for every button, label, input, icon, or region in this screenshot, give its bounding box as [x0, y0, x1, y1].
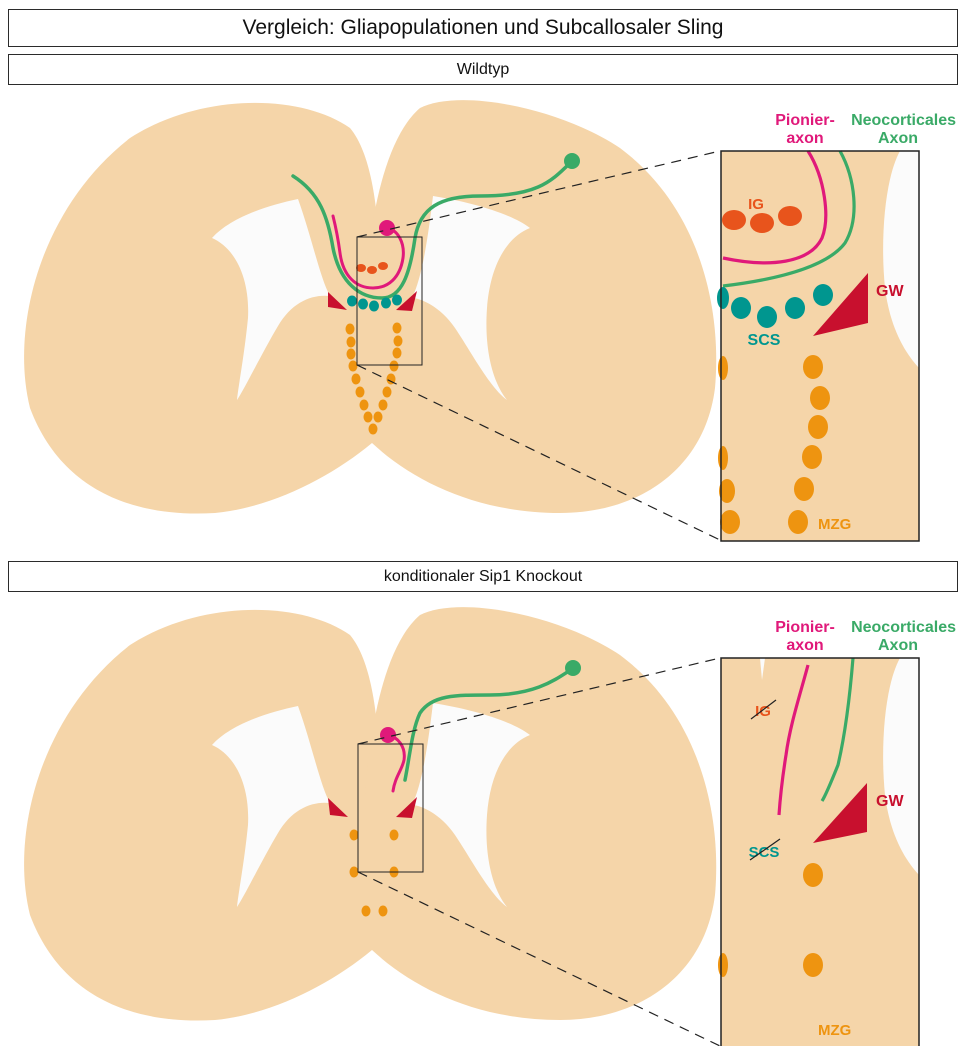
- ig-cell: [378, 262, 388, 270]
- left-hemisphere: [24, 103, 380, 514]
- mzg-cell: [394, 336, 403, 347]
- neocortical-axon-soma: [565, 660, 581, 676]
- scs-cell: [813, 284, 833, 306]
- mzg-cell: [393, 323, 402, 334]
- label-pioneer-axon-line1: Pionier-: [775, 112, 835, 129]
- mzg-cell: [810, 386, 830, 410]
- magnified-inset: IG SCS GW MZG: [717, 151, 919, 541]
- label-pioneer-axon-line1: Pionier-: [775, 619, 835, 636]
- mzg-cell: [369, 424, 378, 435]
- scs-cell: [381, 298, 391, 309]
- right-hemisphere: [365, 607, 716, 1020]
- mzg-cell: [720, 510, 740, 534]
- ig-cell: [367, 266, 377, 274]
- label-gw: GW: [876, 283, 904, 300]
- mzg-cell: [718, 356, 728, 380]
- knockout-panel: IG SCS GW MZG Pionier- axon Neocorticale…: [0, 595, 958, 1046]
- mzg-cell: [803, 355, 823, 379]
- panel-heading-knockout-text: konditionaler Sip1 Knockout: [384, 568, 582, 586]
- magnified-inset: IG SCS GW MZG: [718, 658, 919, 1046]
- diagram-title: Vergleich: Gliapopulationen und Subcallo…: [8, 9, 958, 47]
- mzg-cell: [352, 374, 361, 385]
- mzg-cell: [360, 400, 369, 411]
- panel-heading-wildtype: Wildtyp: [8, 54, 958, 85]
- mzg-cell: [374, 412, 383, 423]
- ig-cell: [722, 210, 746, 230]
- scs-cell: [785, 297, 805, 319]
- scs-cell: [347, 296, 357, 307]
- scs-cell: [358, 299, 368, 310]
- mzg-cell: [808, 415, 828, 439]
- panel-heading-wildtype-text: Wildtyp: [457, 61, 509, 79]
- ig-cell: [778, 206, 802, 226]
- scs-cell: [369, 301, 379, 312]
- mzg-cell: [362, 906, 371, 917]
- mzg-cell: [350, 867, 359, 878]
- mzg-cell: [379, 906, 388, 917]
- label-neocortical-axon-line1: Neocorticales: [851, 112, 956, 129]
- mzg-cell: [390, 830, 399, 841]
- label-neocortical-axon-line1: Neocorticales: [851, 619, 956, 636]
- scs-cell: [392, 295, 402, 306]
- neocortical-axon-soma: [564, 153, 580, 169]
- panel-heading-knockout: konditionaler Sip1 Knockout: [8, 561, 958, 592]
- mzg-cell: [794, 477, 814, 501]
- label-pioneer-axon-line2: axon: [786, 637, 823, 654]
- mzg-cell: [390, 361, 399, 372]
- mzg-cell: [802, 445, 822, 469]
- scs-cell: [731, 297, 751, 319]
- mzg-cell: [718, 953, 728, 977]
- label-neocortical-axon-line2: Axon: [878, 130, 918, 147]
- mzg-cell: [393, 348, 402, 359]
- ig-cell: [750, 213, 774, 233]
- mzg-cell: [379, 400, 388, 411]
- wildtype-panel: IG SCS GW MZG Pionier- axon Neocorticale…: [0, 88, 958, 548]
- mzg-cell: [347, 337, 356, 348]
- brain-section: [24, 607, 716, 1020]
- mzg-cell: [364, 412, 373, 423]
- label-gw: GW: [876, 793, 904, 810]
- label-mzg: MZG: [818, 1022, 851, 1039]
- label-neocortical-axon-line2: Axon: [878, 637, 918, 654]
- mzg-cell: [347, 349, 356, 360]
- mzg-cell: [356, 387, 365, 398]
- mzg-cell: [788, 510, 808, 534]
- label-ig: IG: [748, 196, 764, 213]
- scs-cell: [757, 306, 777, 328]
- right-hemisphere: [365, 100, 716, 513]
- left-hemisphere: [24, 610, 380, 1021]
- mzg-cell: [346, 324, 355, 335]
- mzg-cell: [803, 953, 823, 977]
- scs-cell: [717, 287, 729, 309]
- mzg-cell: [718, 446, 728, 470]
- diagram-title-text: Vergleich: Gliapopulationen und Subcallo…: [243, 16, 724, 40]
- label-scs: SCS: [748, 332, 781, 349]
- label-pioneer-axon-line2: axon: [786, 130, 823, 147]
- mzg-cell: [803, 863, 823, 887]
- mzg-cell: [349, 361, 358, 372]
- mzg-cell: [383, 387, 392, 398]
- mzg-cell: [350, 830, 359, 841]
- label-mzg: MZG: [818, 516, 851, 533]
